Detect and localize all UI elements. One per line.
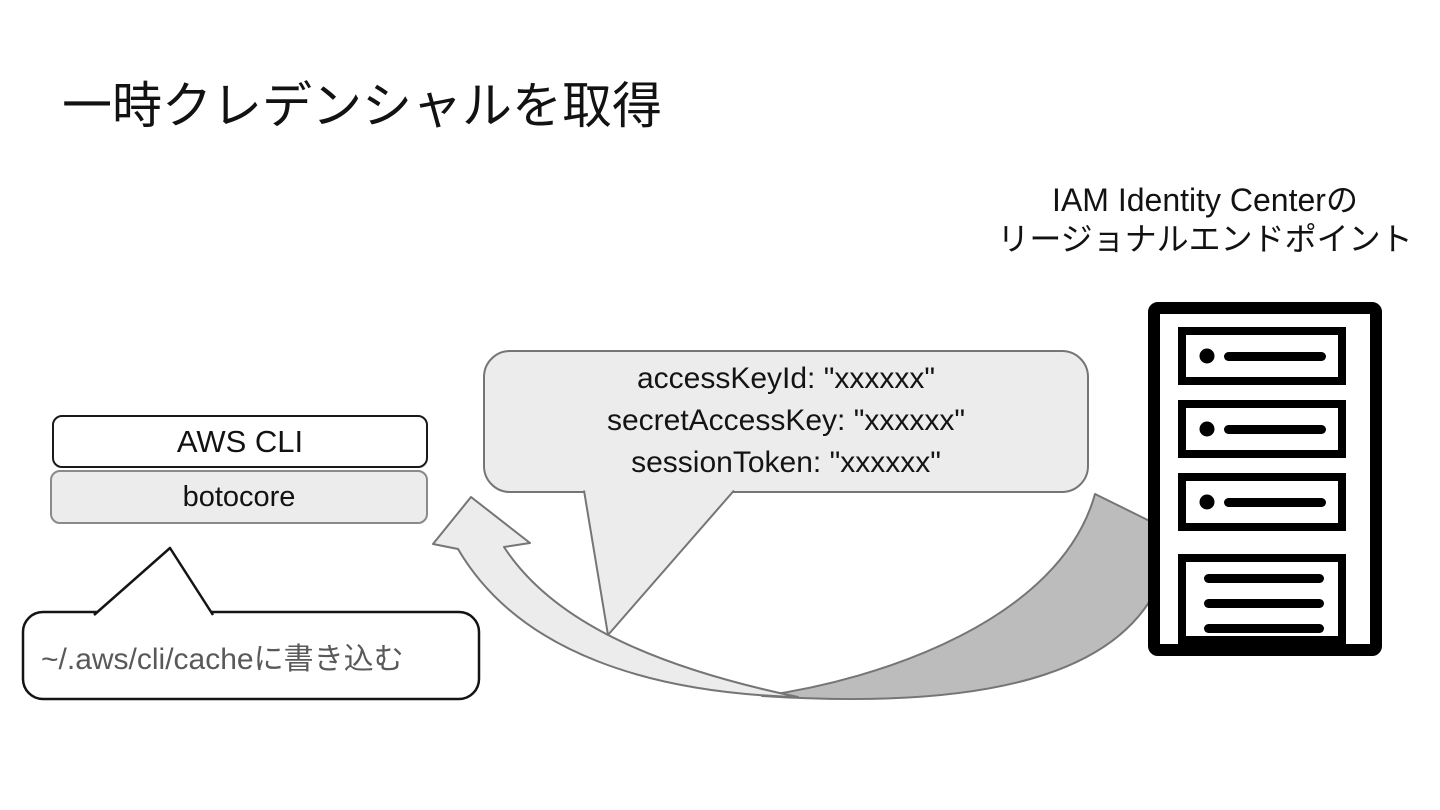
credentials-bubble-tail (583, 489, 735, 636)
botocore-label: botocore (182, 480, 296, 513)
server-slot-bar (1224, 498, 1326, 507)
aws-cli-label: AWS CLI (176, 423, 304, 459)
server-slot-led (1199, 421, 1215, 437)
endpoint-label-line1: IAM Identity Centerの (1052, 182, 1358, 218)
credential-line-access-key-id: accessKeyId: "xxxxxx" (636, 362, 936, 395)
cache-callout-text: ~/.aws/cli/cacheに書き込む (41, 642, 404, 676)
credentials-flow-arrow-light-segment (432, 496, 799, 698)
server-rack-icon (1148, 302, 1382, 656)
botocore-box: botocore (50, 470, 428, 524)
cache-callout-shape (21, 610, 481, 701)
aws-cli-box: AWS CLI (52, 415, 428, 468)
cache-callout-pointer (93, 546, 215, 616)
server-slot-bar (1224, 425, 1326, 434)
credential-line-secret-access-key: secretAccessKey: "xxxxxx" (606, 404, 966, 437)
server-slot-led (1199, 494, 1215, 510)
credentials-bubble-text: accessKeyId: "xxxxxx" secretAccessKey: "… (484, 358, 1088, 484)
endpoint-label: IAM Identity Centerの リージョナルエンドポイント (960, 181, 1440, 259)
server-slot-bar (1224, 352, 1326, 361)
server-vent-bar (1204, 624, 1324, 633)
credentials-flow-arrow-dark-segment (761, 493, 1173, 701)
slide-title: 一時クレデンシャルを取得 (62, 78, 662, 134)
credential-line-session-token: sessionToken: "xxxxxx" (631, 446, 941, 479)
server-vent-bar (1204, 599, 1324, 608)
server-vent-bar (1204, 574, 1324, 583)
server-slot-led (1199, 348, 1215, 364)
credentials-bubble-shape (483, 350, 1089, 493)
endpoint-label-line2: リージョナルエンドポイント (997, 221, 1413, 257)
